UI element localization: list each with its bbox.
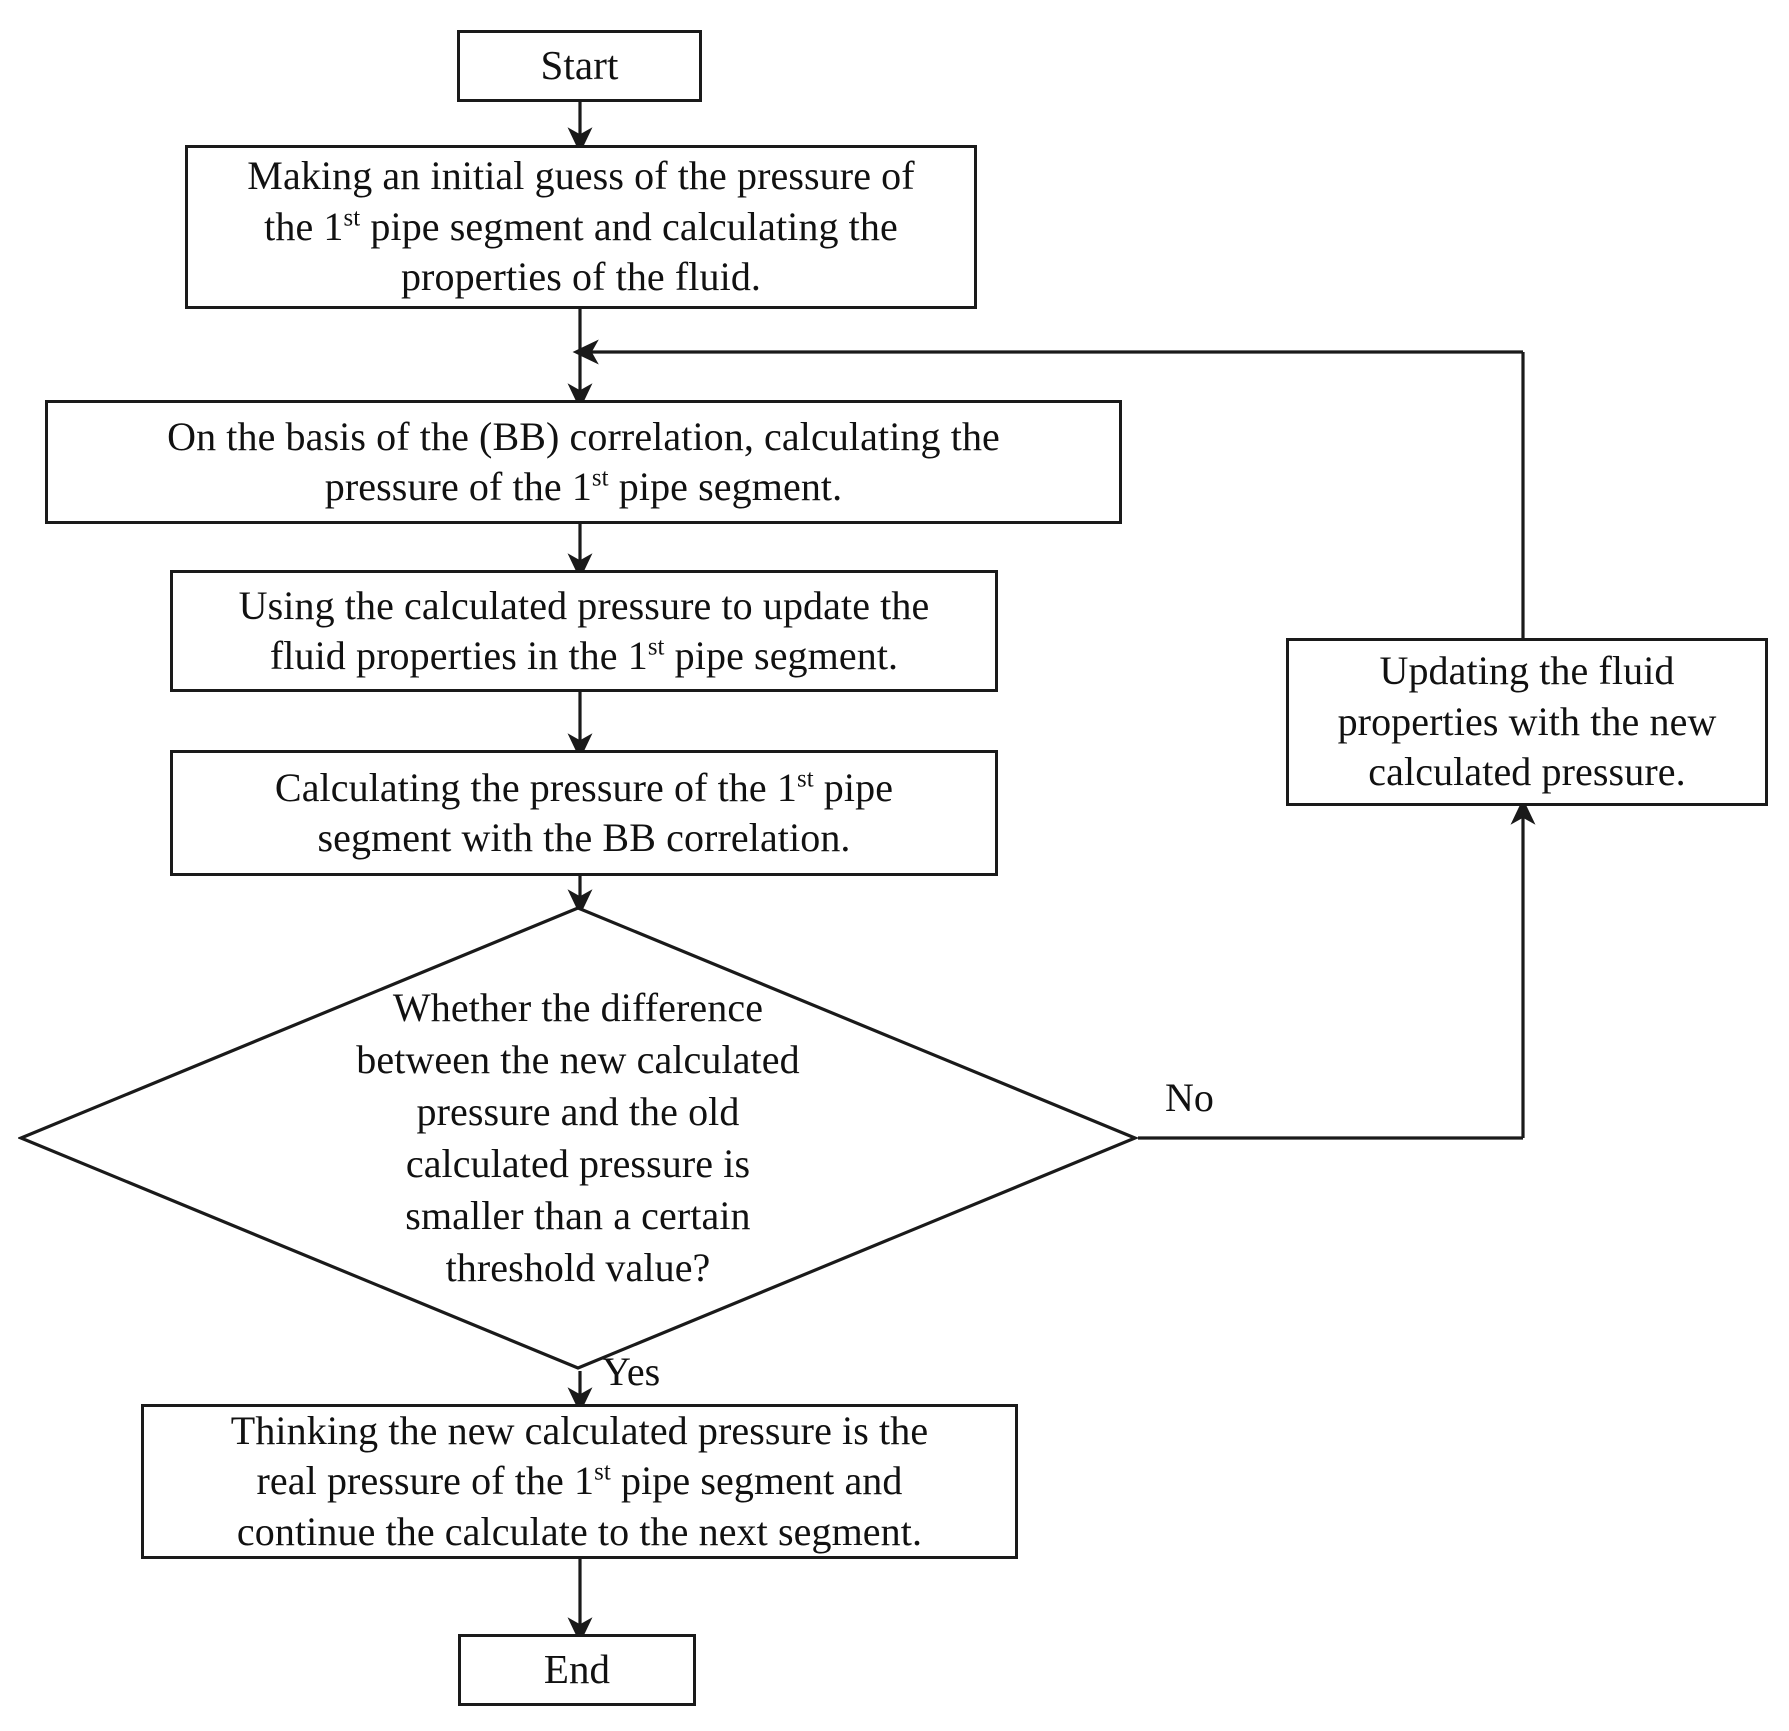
decision-line-4: calculated pressure is: [405, 1141, 751, 1186]
node-end[interactable]: End: [458, 1634, 696, 1706]
decision-diamond-shape: [18, 906, 1138, 1370]
update-props-ordinal-suffix: st: [647, 633, 665, 661]
calc-pressure-line-1b: pipe: [813, 764, 894, 810]
decision-line-6: threshold value?: [445, 1245, 711, 1290]
bb-correlation-line-1: On the basis of the (BB) correlation, ca…: [167, 413, 1000, 459]
node-initial-guess-text: Making an initial guess of the pressure …: [198, 151, 964, 302]
calc-pressure-ordinal-suffix: st: [796, 765, 814, 793]
initial-guess-line-3: properties of the fluid.: [400, 254, 762, 300]
thinking-ordinal-suffix: st: [594, 1458, 611, 1486]
thinking-line-2b: pipe segment and: [610, 1458, 903, 1504]
update-props-line-1: Using the calculated pressure to update …: [238, 582, 930, 628]
thinking-line-3: continue the calculate to the next segme…: [236, 1508, 923, 1554]
calc-pressure-line-2: segment with the BB correlation.: [317, 815, 851, 860]
bb-correlation-line-2b: pipe segment.: [608, 464, 843, 509]
decision-line-3: pressure and the old: [416, 1089, 740, 1134]
updating-fluid-line-2: properties with the new: [1337, 698, 1717, 744]
node-start[interactable]: Start: [457, 30, 702, 102]
updating-fluid-line-3: calculated pressure.: [1368, 749, 1686, 795]
node-update-fluid-properties-text: Using the calculated pressure to update …: [183, 581, 985, 682]
calc-pressure-line-1a: Calculating the pressure of the 1: [274, 764, 797, 810]
node-start-label: Start: [540, 42, 619, 89]
node-updating-fluid-properties[interactable]: Updating the fluid properties with the n…: [1286, 638, 1768, 806]
node-initial-guess[interactable]: Making an initial guess of the pressure …: [185, 145, 977, 309]
decision-line-5: smaller than a certain: [405, 1193, 751, 1238]
node-decision[interactable]: Whether the difference between the new c…: [18, 905, 1138, 1371]
node-bb-correlation[interactable]: On the basis of the (BB) correlation, ca…: [45, 400, 1122, 524]
update-props-line-2b: pipe segment.: [664, 633, 899, 678]
initial-guess-line-2a: the 1: [264, 203, 344, 249]
node-end-label: End: [543, 1646, 611, 1693]
decision-line-1: Whether the difference: [392, 985, 764, 1030]
update-props-line-2a: fluid properties in the 1: [269, 633, 648, 678]
node-calculate-pressure-bb-text: Calculating the pressure of the 1st pipe…: [183, 763, 985, 864]
node-thinking-real-pressure-text: Thinking the new calculated pressure is …: [154, 1406, 1005, 1557]
edge-label-no: No: [1165, 1075, 1214, 1120]
updating-fluid-line-1: Updating the fluid: [1379, 648, 1675, 694]
edge-label-yes: Yes: [602, 1349, 661, 1394]
node-thinking-real-pressure[interactable]: Thinking the new calculated pressure is …: [141, 1404, 1018, 1559]
thinking-line-1: Thinking the new calculated pressure is …: [230, 1407, 929, 1453]
node-bb-correlation-text: On the basis of the (BB) correlation, ca…: [58, 412, 1109, 513]
initial-guess-line-1: Making an initial guess of the pressure …: [247, 153, 915, 199]
bb-correlation-line-2a: pressure of the 1: [324, 464, 592, 509]
initial-guess-line-2b: pipe segment and calculating the: [360, 203, 898, 249]
thinking-line-2a: real pressure of the 1: [256, 1458, 595, 1504]
node-calculate-pressure-bb[interactable]: Calculating the pressure of the 1st pipe…: [170, 750, 998, 876]
node-decision-text: Whether the difference between the new c…: [231, 982, 925, 1294]
decision-line-2: between the new calculated: [356, 1037, 800, 1082]
node-updating-fluid-properties-text: Updating the fluid properties with the n…: [1299, 646, 1755, 797]
initial-guess-ordinal-suffix: st: [343, 204, 361, 232]
node-update-fluid-properties[interactable]: Using the calculated pressure to update …: [170, 570, 998, 692]
bb-correlation-ordinal-suffix: st: [591, 464, 609, 492]
